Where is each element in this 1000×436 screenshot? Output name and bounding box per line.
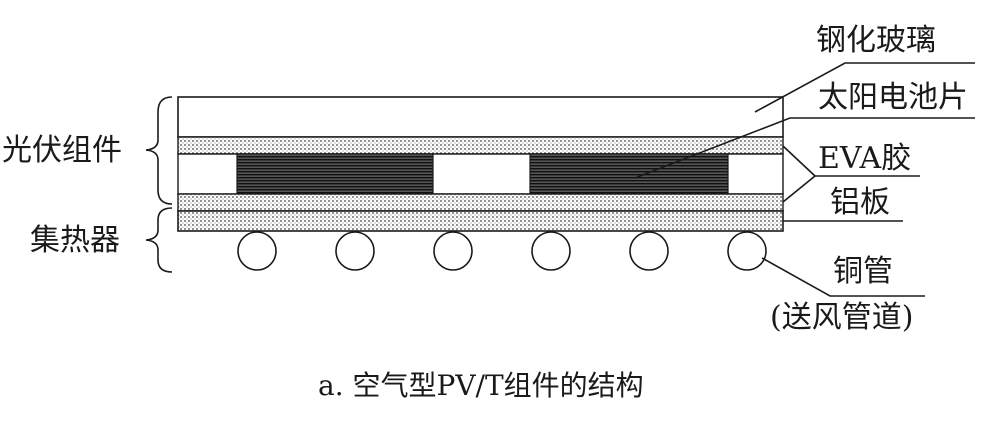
label-solar-cell: 太阳电池片 [818, 80, 968, 115]
pv-laminate [177, 96, 784, 232]
copper-tube [629, 231, 669, 271]
copper-tube [237, 231, 277, 271]
label-copper-tube: 铜管 [833, 254, 893, 289]
copper-tube [727, 231, 767, 271]
label-tempered-glass: 钢化玻璃 [816, 23, 936, 58]
copper-tubes [237, 231, 767, 271]
copper-tube [531, 231, 571, 271]
copper-tube [433, 231, 473, 271]
solar-cell [236, 153, 434, 195]
eva-bottom-layer [177, 193, 784, 212]
collector-brace [145, 207, 173, 273]
label-eva: EVA胶 [818, 141, 911, 176]
eva-leader-top [782, 145, 816, 177]
eva-top-layer [177, 136, 784, 155]
copper-leader [761, 257, 925, 297]
solar-cell [529, 153, 729, 195]
aluminum-plate-layer [177, 210, 784, 232]
label-air-duct: (送风管道) [770, 300, 913, 335]
glass-leader [754, 62, 975, 113]
copper-tube [335, 231, 375, 271]
tempered-glass-layer [177, 96, 784, 138]
pv-module-brace [145, 96, 173, 205]
label-collector: 集热器 [30, 223, 120, 258]
leader-lines [634, 62, 975, 297]
label-aluminum-plate: 铝板 [830, 185, 890, 220]
eva-leader-bottom [782, 175, 816, 203]
cell-leader [634, 117, 975, 179]
figure-caption: a. 空气型PV/T组件的结构 [318, 369, 644, 402]
label-pv-module: 光伏组件 [2, 133, 122, 168]
